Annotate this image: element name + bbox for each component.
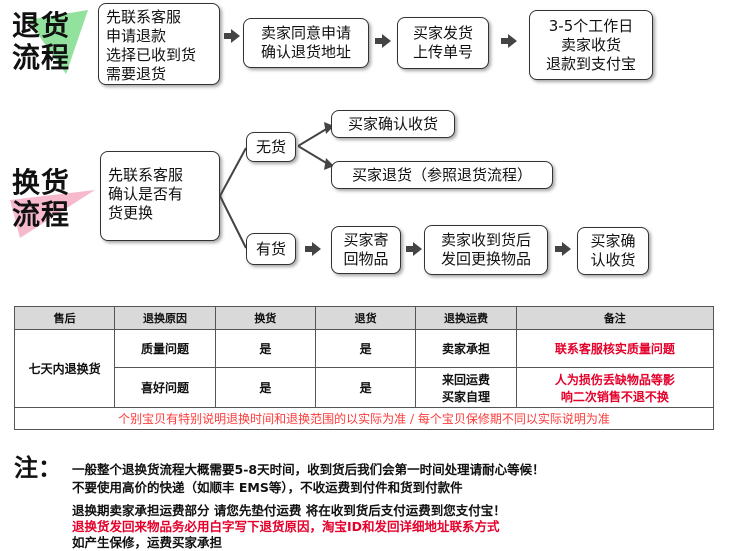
- note-line-3: 退换期卖家承担运费部分 请您先垫付运费 将在收到货后支付运费到您支付宝！: [72, 503, 506, 518]
- arrow-right-icon: [375, 34, 391, 48]
- return-cell: 是: [314, 367, 417, 408]
- table-row: 喜好问题 是 是 来回运费 买家自理 人为损伤丢缺物品等影 响二次销售不退不换: [15, 367, 715, 408]
- header-exchange: 换货: [214, 306, 316, 330]
- header-after-sale: 售后: [13, 306, 116, 330]
- exchange-start: 先联系客服 确认是否有 货更换: [100, 151, 220, 241]
- return-step-1: 先联系客服 申请退款 选择已收到货 需要退货: [98, 3, 220, 85]
- exchange-title: 换货 流程: [12, 166, 71, 231]
- branch-lines-no-stock: [298, 122, 334, 170]
- note-line-1: 一般整个退换货流程大概需要5-8天时间，收到货后我们会第一时间处理请耐心等候！: [72, 462, 545, 477]
- return-step-4: 3-5个工作日 卖家收货 退款到支付宝: [529, 10, 653, 80]
- shipping-cell: 来回运费 买家自理: [415, 367, 517, 408]
- exchange-cell: 是: [214, 367, 316, 408]
- arrow-right-icon: [406, 242, 422, 256]
- header-return: 退货: [314, 306, 417, 330]
- return-cell: 是: [314, 329, 417, 368]
- branch-no-stock: 无货: [246, 132, 296, 162]
- in-stock-step-1: 买家寄 回物品: [331, 226, 401, 274]
- return-title: 退货 流程: [12, 9, 71, 74]
- header-shipping: 退换运费: [415, 306, 517, 330]
- header-reason: 退换原因: [114, 306, 216, 330]
- arrow-right-icon: [305, 242, 321, 256]
- in-stock-step-3: 买家确 认收货: [577, 227, 649, 275]
- in-stock-step-2: 卖家收到货后 发回更换物品: [424, 225, 548, 275]
- header-note: 备注: [515, 306, 715, 330]
- arrow-right-icon: [555, 242, 571, 256]
- note-cell: 人为损伤丢缺物品等影 响二次销售不退不换: [515, 367, 715, 408]
- arrow-right-icon: [224, 29, 240, 43]
- table-footer-note: 个别宝贝有特别说明退换时间和退换范围的以实际为准 / 每个宝贝保修期不同以实际说…: [14, 407, 714, 430]
- shipping-cell: 卖家承担: [415, 329, 517, 368]
- table-row: 七天内退换货 质量问题 是 是 卖家承担 联系客服核实质量问题: [13, 329, 715, 408]
- exchange-cell: 是: [214, 329, 316, 368]
- return-title-wedge: [28, 10, 88, 74]
- policy-table: 售后 退换原因 换货 退货 退换运费 备注 七天内退换货 质量问题 是 是 卖家…: [13, 306, 715, 430]
- reason-cell: 质量问题: [114, 329, 216, 368]
- note-line-2: 不要使用高价的快递（如顺丰 EMS等），不收运费到付件和货到付款件: [72, 480, 463, 495]
- return-step-3: 买家发货 上传单号: [397, 17, 489, 69]
- table-footer-row: 个别宝贝有特别说明退换时间和退换范围的以实际为准 / 每个宝贝保修期不同以实际说…: [14, 407, 714, 430]
- note-cell: 联系客服核实质量问题: [515, 329, 715, 368]
- exchange-title-wedge: [10, 190, 95, 238]
- note-line-5: 如产生保修，运费买家承担: [72, 535, 223, 550]
- notes-label: 注：: [14, 454, 62, 482]
- note-line-4: 退换货发回来物品务必用白字写下退货原因，淘宝ID和发回详细地址联系方式: [72, 519, 500, 534]
- arrow-right-icon: [501, 34, 517, 48]
- period-cell: 七天内退换货: [13, 329, 116, 408]
- table-header-row: 售后 退换原因 换货 退货 退换运费 备注: [13, 306, 715, 330]
- return-step-2: 卖家同意申请 确认退货地址: [243, 18, 369, 68]
- reason-cell: 喜好问题: [114, 367, 216, 408]
- branch-lines: [220, 147, 247, 249]
- no-stock-outcome-return: 买家退货（参照退货流程）: [331, 161, 553, 189]
- branch-in-stock: 有货: [246, 233, 296, 265]
- no-stock-outcome-confirm: 买家确认收货: [331, 110, 455, 138]
